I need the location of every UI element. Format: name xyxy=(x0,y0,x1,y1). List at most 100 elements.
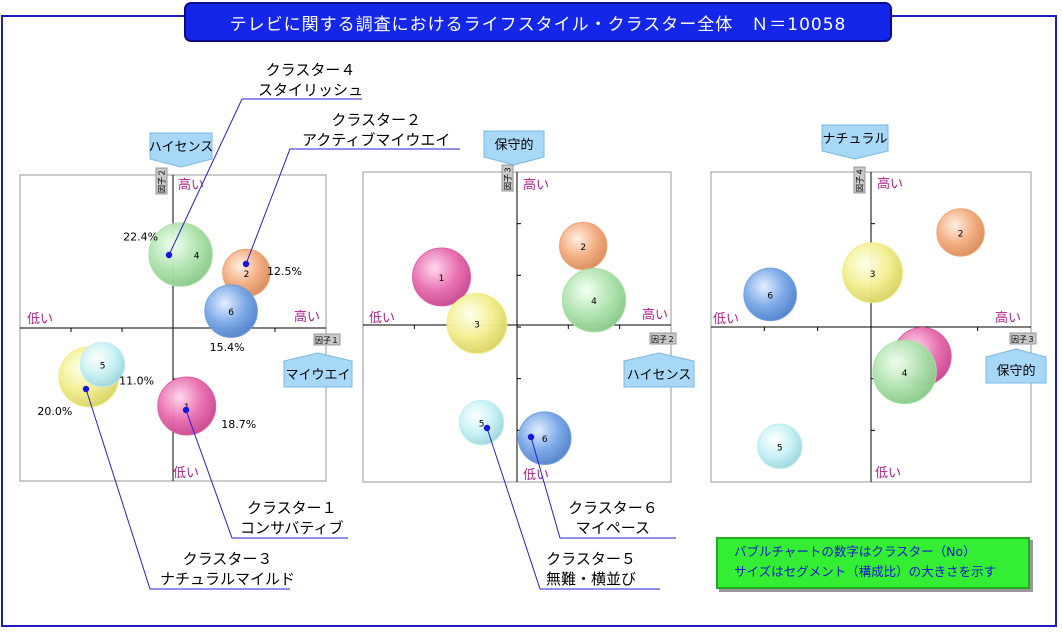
chart3-bubble-2-label: 2 xyxy=(958,229,964,239)
chart2-x-high-label: 高い xyxy=(642,307,668,323)
chart2-bubble-3-label: 3 xyxy=(474,320,480,330)
chart1-bubble-5-label: 5 xyxy=(100,362,106,372)
chart3-y-tag-shape xyxy=(821,124,889,160)
chart2-y-tag-label: 保守的 xyxy=(494,137,533,153)
chart1-y-tag-shape xyxy=(149,132,213,168)
chart1-x-tag-label: マイウエイ xyxy=(285,368,350,383)
caption-cluster-1-line1: クラスター１ xyxy=(246,499,337,517)
chart2-bubble-4 xyxy=(561,267,627,333)
chart3-x-low-label: 低い xyxy=(713,312,739,327)
chart3-x-tag-shape xyxy=(985,348,1047,384)
chart2-x-tag-label: ハイセンス xyxy=(627,368,691,383)
chart1-y-axis-label: 因子２ xyxy=(158,169,167,193)
caption-cluster-4: クラスター４ スタイリッシュ xyxy=(258,60,363,100)
caption-cluster-6-line1: クラスター６ xyxy=(568,499,658,517)
chart1-bubble-5-share: 11.0% xyxy=(119,375,154,388)
chart2-bubble-6 xyxy=(517,411,572,465)
leader-dot-cluster-2 xyxy=(242,260,250,268)
caption-cluster-2-line1: クラスター２ xyxy=(331,111,422,129)
leader-line-cluster-2 xyxy=(245,148,460,265)
caption-cluster-5: クラスター５ 無難・横並び xyxy=(546,549,636,589)
chart3-x-axis-label-bg xyxy=(1009,332,1037,345)
leader-dot-cluster-5 xyxy=(483,424,491,432)
chart1-bubble-5 xyxy=(79,341,126,388)
chart3-bubble-5-label: 5 xyxy=(777,443,783,453)
chart1-bubble-6 xyxy=(204,284,258,338)
chart2-bubble-2-label: 2 xyxy=(580,243,586,253)
chart2-bubble-1-label: 1 xyxy=(439,274,445,284)
caption-cluster-6-line2: マイペース xyxy=(575,519,650,537)
leader-line-cluster-1 xyxy=(185,409,348,539)
chart1-bubble-3-share: 20.0% xyxy=(37,405,72,418)
leader-line-cluster-4 xyxy=(168,98,362,256)
chart2-x-low-label: 低い xyxy=(369,311,395,326)
chart3-bubble-3 xyxy=(842,242,904,304)
chart1-y-high-label: 高い xyxy=(178,177,204,193)
chart1-y-axis-label-bg xyxy=(155,167,168,195)
caption-cluster-3-line1: クラスター３ xyxy=(182,550,273,568)
chart1-bubble-2-share: 12.5% xyxy=(267,265,302,278)
chart2-y-axis-label: 因子３ xyxy=(504,166,513,190)
legend-note-line2: サイズはセグメント（構成比）の大きさを示す xyxy=(734,564,997,579)
chart3-y-high-label: 高い xyxy=(877,176,903,192)
chart2-x-axis-label-bg xyxy=(649,332,677,345)
title-banner: テレビに関する調査におけるライフスタイル・クラスター全体 Ｎ＝10058 xyxy=(184,2,892,42)
chart3-bubble-4-label: 4 xyxy=(902,369,908,379)
caption-cluster-2: クラスター２ アクティブマイウエイ xyxy=(302,110,450,150)
caption-cluster-6: クラスター６ マイペース xyxy=(568,498,658,538)
chart2-bubble-6-label: 6 xyxy=(542,435,548,445)
chart3-bubble-6-label: 6 xyxy=(767,291,773,301)
chart3-bubble-4 xyxy=(872,339,937,405)
chart3-bubble-3-label: 3 xyxy=(870,270,876,280)
chart2-bubble-4-label: 4 xyxy=(591,297,597,307)
chart3-y-tag-label: ナチュラル xyxy=(822,132,887,147)
chart1-bubble-4-share: 22.4% xyxy=(123,231,158,244)
chart1-bubble-1-share: 18.7% xyxy=(221,418,256,431)
chart1-bubble-4 xyxy=(148,222,213,287)
chart3-bubble-2 xyxy=(936,208,985,257)
leader-dot-cluster-6 xyxy=(527,433,535,441)
leader-line-cluster-3 xyxy=(85,388,290,590)
caption-cluster-2-line2: アクティブマイウエイ xyxy=(302,131,451,149)
chart2-bubble-5 xyxy=(458,399,505,446)
chart2-x-tag-shape xyxy=(623,352,695,388)
chart3-x-axis-label: 因子３ xyxy=(1011,335,1035,344)
legend-note: バブルチャートの数字はクラスター（No） サイズはセグメント（構成比）の大きさを… xyxy=(716,537,1030,589)
caption-cluster-4-line1: クラスター４ xyxy=(265,61,356,79)
chart1-bubble-6-share: 15.4% xyxy=(210,341,245,354)
leader-dot-cluster-3 xyxy=(82,385,90,393)
chart3-y-axis-label-bg xyxy=(853,166,866,194)
chart2-x-axis-label: 因子２ xyxy=(651,335,675,344)
chart2-y-low-label: 低い xyxy=(523,468,549,483)
chart1-bubble-6-label: 6 xyxy=(228,308,234,318)
chart2-bubble-5-label: 5 xyxy=(479,420,485,430)
chart1-x-tag-shape xyxy=(283,352,353,388)
caption-cluster-3-line2: ナチュラルマイルド xyxy=(160,570,296,588)
caption-cluster-3: クラスター３ ナチュラルマイルド xyxy=(160,549,295,589)
leader-line-cluster-5 xyxy=(486,427,660,590)
chart3-y-axis-label: 因子４ xyxy=(856,168,865,192)
caption-cluster-4-line2: スタイリッシュ xyxy=(258,81,364,99)
chart3-x-tag-label: 保守的 xyxy=(996,363,1035,379)
chart3-x-high-label: 高い xyxy=(995,310,1021,326)
chart2-y-axis-label-bg xyxy=(501,164,514,192)
chart1-bubble-2-label: 2 xyxy=(244,270,250,280)
chart1-bubble-1 xyxy=(157,376,217,436)
leader-dot-cluster-4 xyxy=(165,251,173,259)
chart2-bubble-1 xyxy=(412,247,472,307)
caption-cluster-1-line2: コンサバティブ xyxy=(240,519,344,537)
chart1-y-tag-label: ハイセンス xyxy=(149,140,213,155)
caption-cluster-1: クラスター１ コンサバティブ xyxy=(240,498,344,538)
chart1-x-high-label: 高い xyxy=(294,309,320,325)
chart1-y-low-label: 低い xyxy=(173,466,199,481)
chart2-y-high-label: 高い xyxy=(523,177,549,193)
chart1-x-low-label: 低い xyxy=(27,312,53,327)
chart3-y-low-label: 低い xyxy=(875,466,901,481)
chart1-bubble-4-label: 4 xyxy=(194,252,200,262)
chart2-bubble-2 xyxy=(559,221,608,271)
leader-dot-cluster-1 xyxy=(182,406,190,414)
chart2-y-tag-shape xyxy=(483,130,545,166)
chart3-bubble-5 xyxy=(757,423,803,470)
chart3-bubble-6 xyxy=(743,267,797,322)
